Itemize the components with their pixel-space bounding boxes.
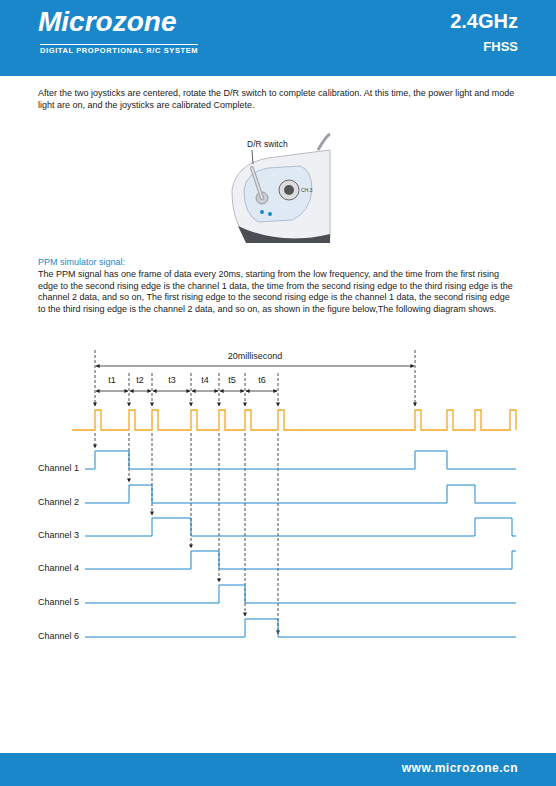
time-label: t4: [199, 375, 211, 386]
channel-label: Channel 4: [38, 563, 79, 574]
time-label: t5: [226, 375, 238, 386]
channel-6-wave: [85, 619, 516, 637]
time-label: t1: [106, 375, 118, 386]
footer-band: www.microzone.cn: [0, 753, 556, 786]
body-paragraph: The PPM signal has one frame of data eve…: [38, 269, 518, 316]
website-url: www.microzone.cn: [402, 762, 518, 775]
channel-label: Channel 1: [38, 463, 79, 474]
channel-5-wave: [85, 585, 516, 603]
mode-label: FHSS: [483, 40, 518, 54]
channel-1-wave: [85, 451, 516, 469]
band-label: 2.4GHz: [450, 10, 518, 32]
brand-logo: Microzone: [38, 7, 176, 38]
channel-3-wave: [85, 518, 516, 536]
header-band: MicrozoneDIGITAL PROPORTIONAL R/C SYSTEM…: [0, 0, 556, 76]
brand-subtitle: DIGITAL PROPORTIONAL R/C SYSTEM: [40, 44, 198, 55]
channel-label: Channel 3: [38, 530, 79, 541]
panel-marking: CH.3: [301, 187, 312, 193]
transmitter-photo: [232, 134, 330, 243]
callout-label: D/R switch: [247, 139, 288, 150]
timing-diagram: [72, 350, 516, 637]
channel-label: Channel 2: [38, 497, 79, 508]
period-label: 20millisecond: [226, 351, 285, 362]
body-paragraph: After the two joysticks are centered, ro…: [38, 88, 518, 111]
section-heading: PPM simulator signal:: [38, 257, 125, 268]
channel-4-wave: [85, 551, 516, 569]
time-label: t6: [256, 375, 268, 386]
ppm-signal: [72, 410, 516, 430]
time-label: t3: [166, 375, 178, 386]
channel-label: Channel 5: [38, 597, 79, 608]
time-label: t2: [134, 375, 146, 386]
channel-label: Channel 6: [38, 631, 79, 642]
channel-2-wave: [85, 485, 516, 503]
